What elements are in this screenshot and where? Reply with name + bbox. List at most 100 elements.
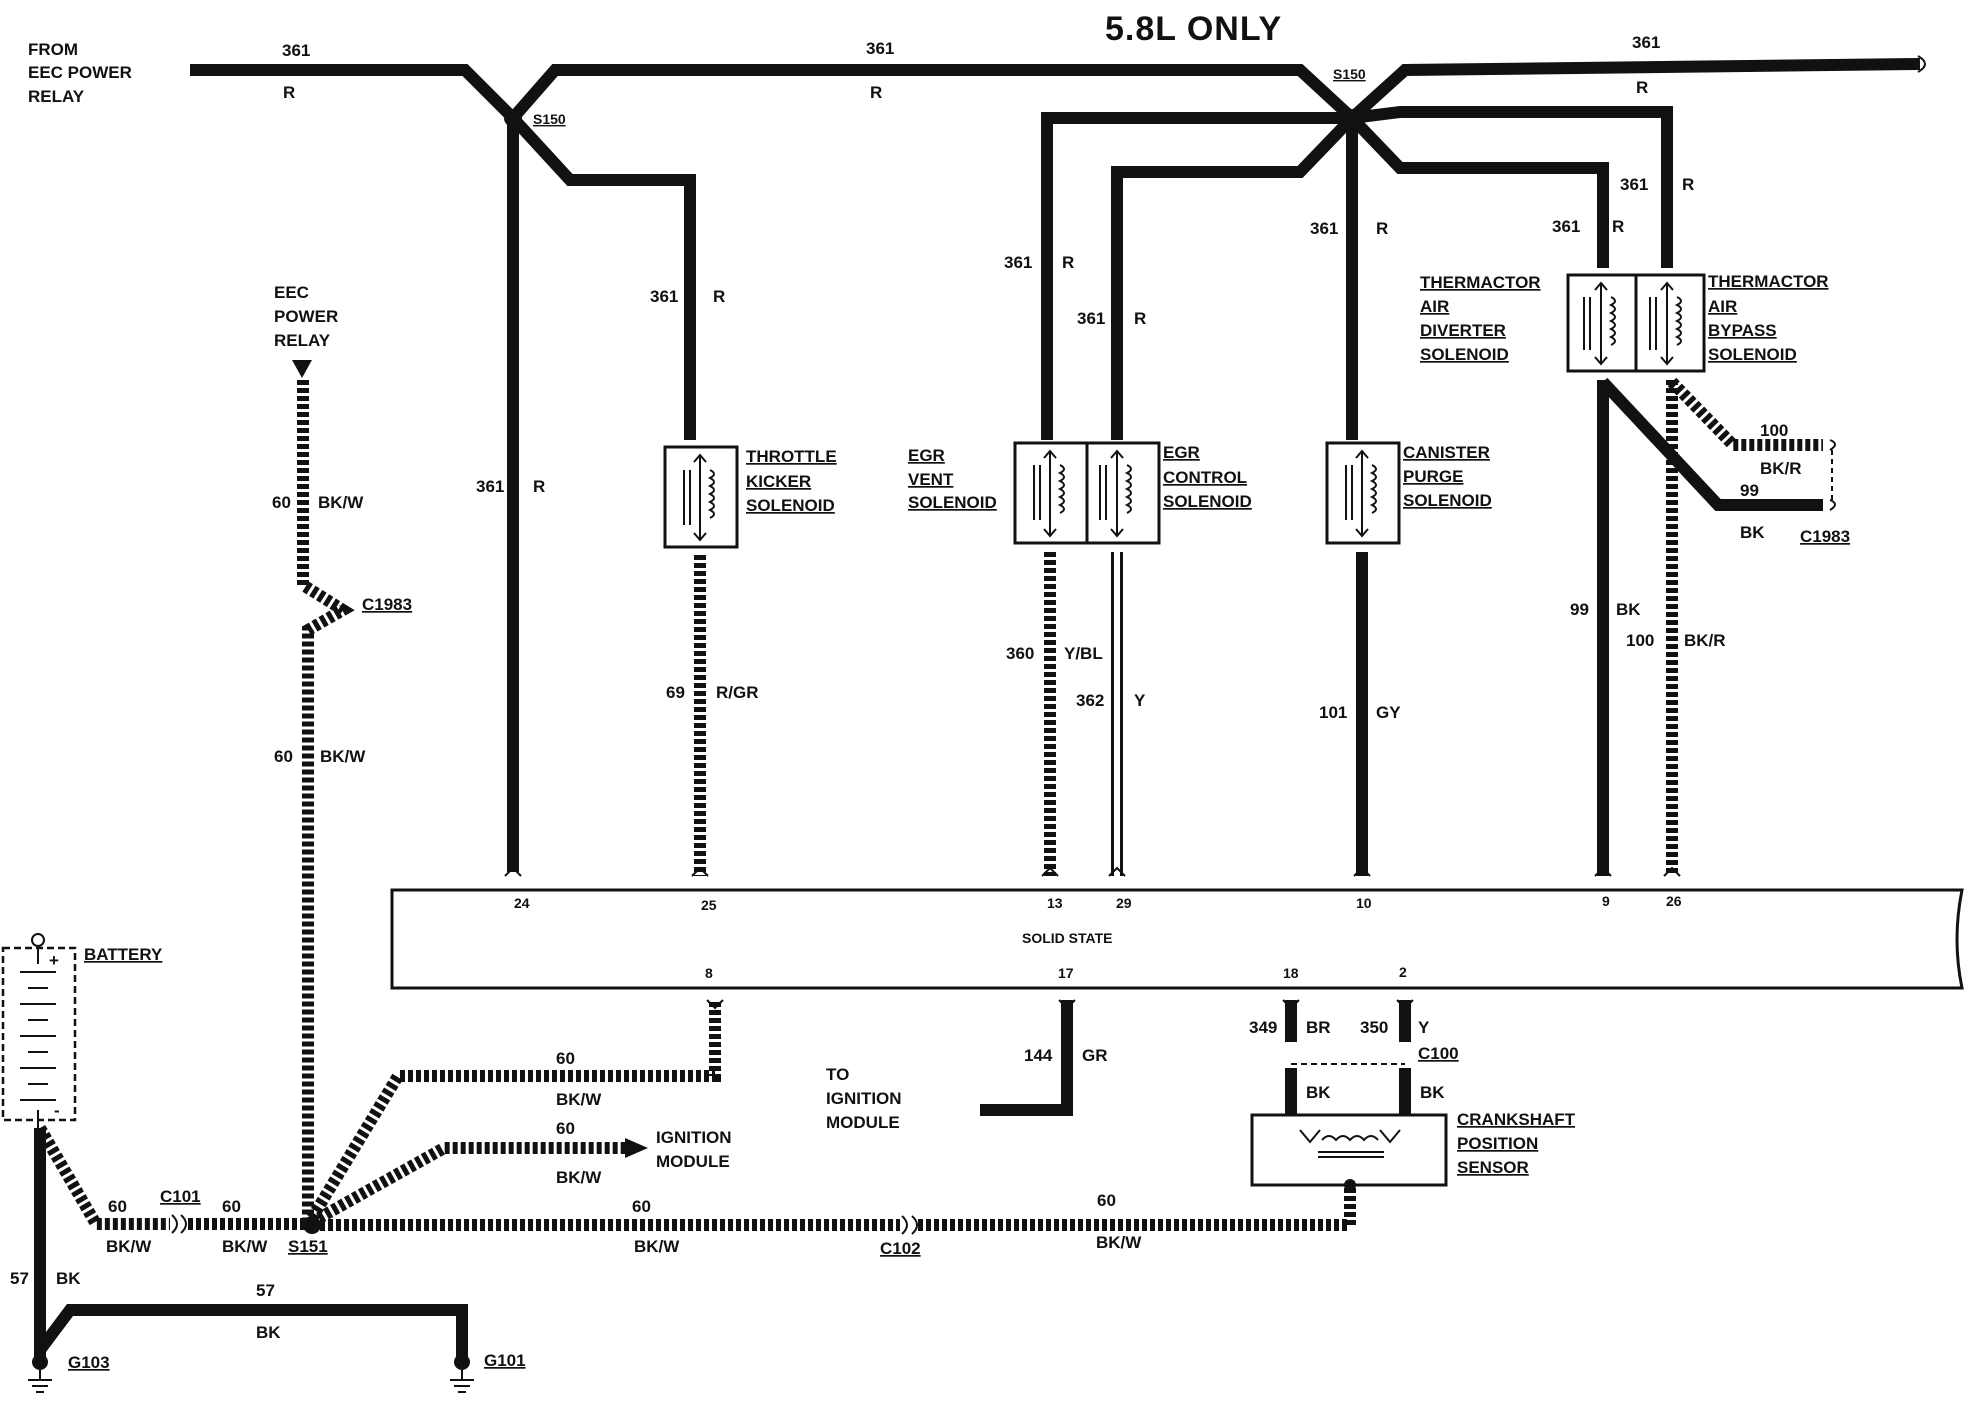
component-label: IGNITION: [826, 1089, 902, 1108]
wire-color-label: R: [283, 83, 295, 102]
wire-label: 60: [108, 1197, 127, 1216]
component-label: MODULE: [656, 1152, 730, 1171]
component-label: IGNITION: [656, 1128, 732, 1147]
wire-label: 349: [1249, 1018, 1277, 1037]
component-label: BYPASS: [1708, 321, 1777, 340]
wire-color-label: R: [870, 83, 882, 102]
component-label: AIR: [1708, 297, 1737, 316]
wire-60-eec: [297, 380, 355, 1225]
wire-color-label: BK/W: [634, 1237, 680, 1256]
ground-icon: [450, 1354, 474, 1393]
wire-label: 60: [1097, 1191, 1116, 1210]
wire-label: 144: [1024, 1046, 1053, 1065]
component-label: THERMACTOR: [1420, 273, 1541, 292]
wire-color-label: R/GR: [716, 683, 759, 702]
wire-color-label: Y: [1134, 691, 1146, 710]
component-label: EGR: [1163, 443, 1200, 462]
wire-60-to-crank: [918, 1185, 1356, 1231]
c101-connector-icon: [171, 1214, 187, 1234]
eec-relay-label: POWER: [274, 307, 338, 326]
thermactor-diverter-solenoid: [1566, 273, 1638, 373]
source-label-line1: FROM: [28, 40, 78, 59]
ignition-arrow-icon: [625, 1138, 648, 1158]
c1983-right-connector-marks: [1829, 439, 1836, 511]
component-label: POSITION: [1457, 1134, 1538, 1153]
wire-color-label: BK/W: [318, 493, 364, 512]
wire-label: 361: [1552, 217, 1580, 236]
wire-label: 100: [1760, 421, 1788, 440]
wire-label: 361: [650, 287, 678, 306]
splice-label-s150-left: S150: [533, 111, 566, 127]
component-label: DIVERTER: [1420, 321, 1506, 340]
wire-color-label: R: [533, 477, 545, 496]
wire-color-label: BK: [1616, 600, 1641, 619]
ground-label-g101: G101: [484, 1351, 526, 1370]
wire-color-label: BK/W: [222, 1237, 268, 1256]
connector-label-c1983-right: C1983: [1800, 527, 1850, 546]
c102-connector-icon: [901, 1215, 918, 1235]
source-label-line2: EEC POWER: [28, 63, 132, 82]
connector-label-c100: C100: [1418, 1044, 1459, 1063]
wire-label: 101: [1319, 703, 1347, 722]
wire-color-label: BK/W: [320, 747, 366, 766]
wire-color-label: BK/W: [1096, 1233, 1142, 1252]
wire-color-label: BR: [1306, 1018, 1331, 1037]
wire-60-to-pin8: [306, 1000, 721, 1222]
component-label: CANISTER: [1403, 443, 1490, 462]
pin-label: 29: [1116, 895, 1132, 911]
connector-label-c101: C101: [160, 1187, 201, 1206]
wire-57-ground-link: [35, 1304, 468, 1362]
wire-label: 57: [10, 1269, 29, 1288]
component-label: AIR: [1420, 297, 1449, 316]
egr-vent-solenoid: [1013, 441, 1089, 545]
ground-icon: [28, 1354, 52, 1393]
wire-color-label: BK: [1740, 523, 1765, 542]
pin-label: 2: [1399, 964, 1407, 980]
component-label: EGR: [908, 446, 945, 465]
wire-color-label: BK: [256, 1323, 281, 1342]
wire-color-label: R: [713, 287, 725, 306]
wire-label: 99: [1570, 600, 1589, 619]
component-label: SOLENOID: [908, 493, 997, 512]
canister-purge-solenoid: [1325, 441, 1401, 545]
component-label: TO: [826, 1065, 849, 1084]
battery-minus-icon: -: [54, 1101, 60, 1120]
pin-connector-marks: [504, 866, 1681, 877]
wire-label: 361: [866, 39, 894, 58]
wire-label: 57: [256, 1281, 275, 1300]
wire-60-to-ignition: [309, 1142, 625, 1228]
power-bus-361: [190, 55, 1926, 872]
pin-label: 26: [1666, 893, 1682, 909]
wire-color-label: BK: [56, 1269, 81, 1288]
wire-color-label: BK/W: [106, 1237, 152, 1256]
wire-60-battery: [34, 1124, 170, 1230]
wire-label: 361: [1004, 253, 1032, 272]
connector-label-c102: C102: [880, 1239, 921, 1258]
pin-label: 9: [1602, 893, 1610, 909]
battery-plus-icon: +: [49, 951, 59, 970]
wire-label: 361: [1310, 219, 1338, 238]
wire-color-label: BK: [1420, 1083, 1445, 1102]
wire-color-label: R: [1376, 219, 1388, 238]
wire-color-label: R: [1636, 78, 1648, 97]
splice-label-s151: S151: [288, 1237, 328, 1256]
component-label: VENT: [908, 470, 954, 489]
wire-color-label: BK/W: [556, 1168, 602, 1187]
wire-label: 362: [1076, 691, 1104, 710]
pin-label: 8: [705, 965, 713, 981]
source-label-line3: RELAY: [28, 87, 85, 106]
wire-label: 60: [556, 1119, 575, 1138]
wire-color-label: R: [1062, 253, 1074, 272]
wire-color-label: R: [1612, 217, 1624, 236]
pin-label: 10: [1356, 895, 1372, 911]
wire-color-label: GY: [1376, 703, 1401, 722]
throttle-kicker-solenoid: [663, 445, 739, 549]
component-label: SOLENOID: [1163, 492, 1252, 511]
wire-label: 361: [1632, 33, 1660, 52]
component-label: PURGE: [1403, 467, 1463, 486]
wire-label: 60: [556, 1049, 575, 1068]
pin-label: 13: [1047, 895, 1063, 911]
diagram-title: 5.8L ONLY: [1105, 10, 1282, 48]
crankshaft-position-sensor: [1250, 1113, 1448, 1191]
